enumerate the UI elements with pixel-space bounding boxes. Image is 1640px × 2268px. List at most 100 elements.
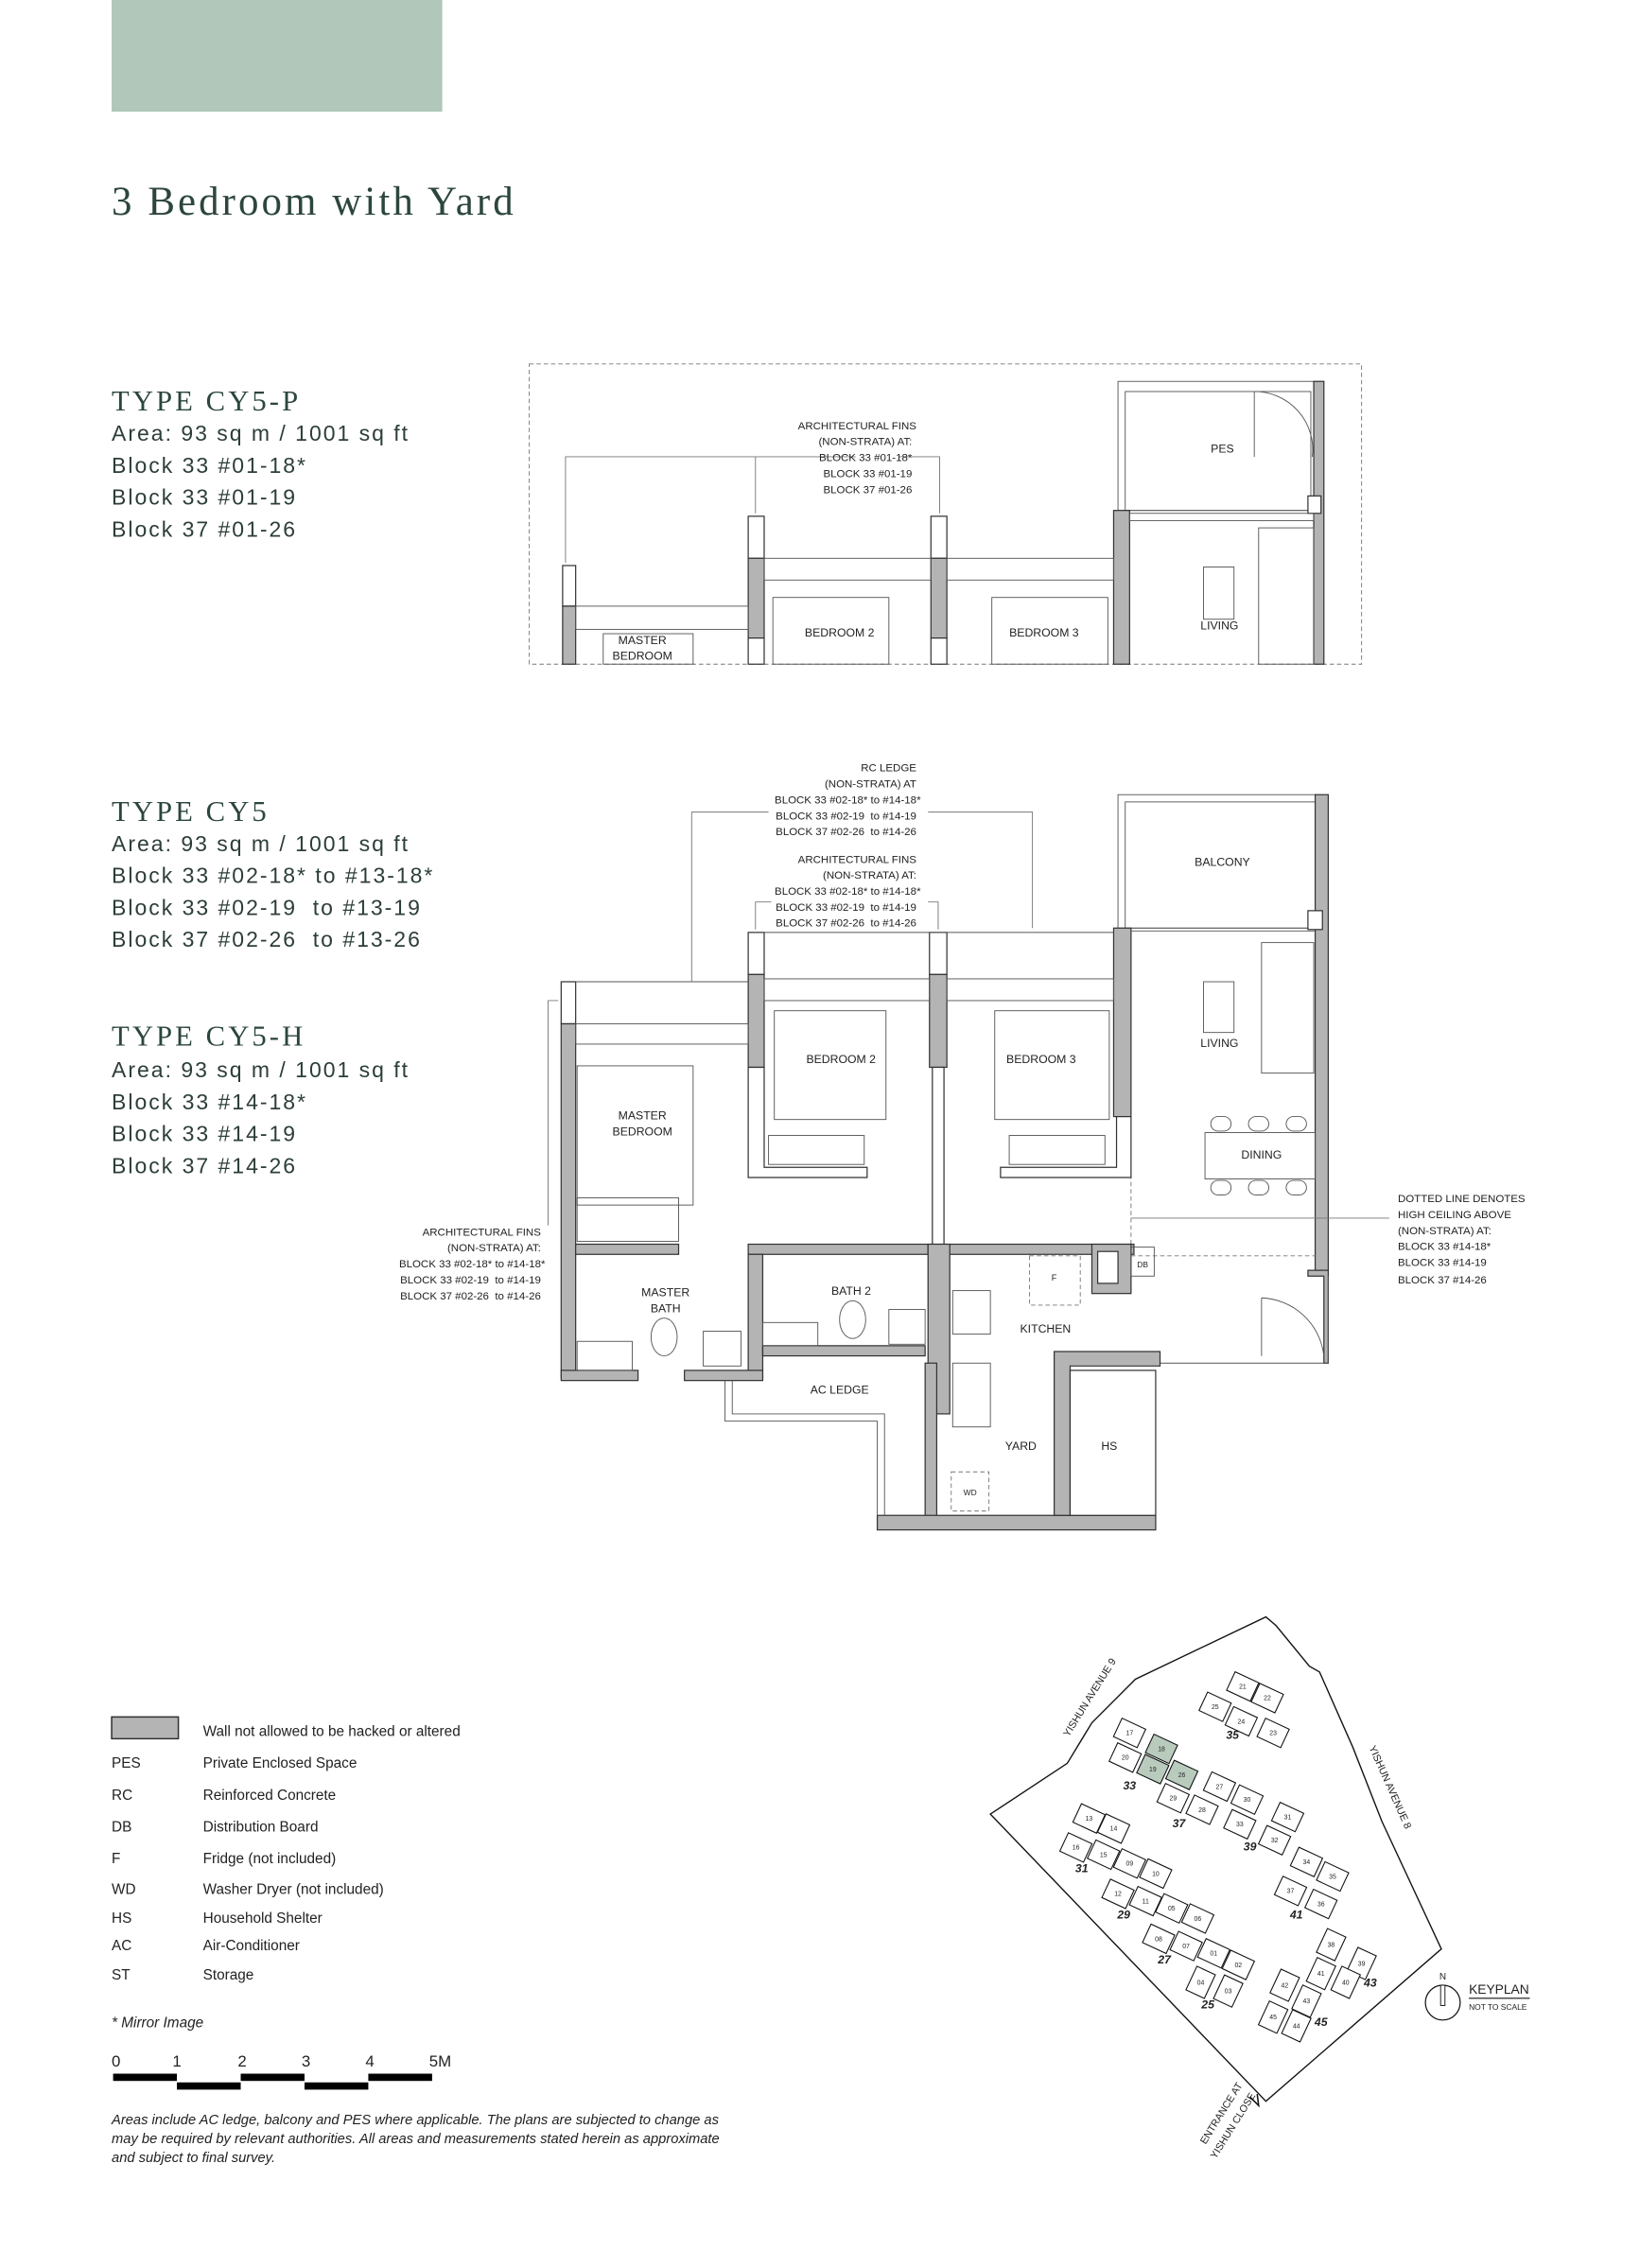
keyplan-unit-label: 44 bbox=[1293, 2023, 1300, 2030]
keyplan-unit: 14 bbox=[1096, 1813, 1131, 1844]
note-line: ARCHITECTURAL FINS bbox=[798, 854, 917, 865]
legend-abbr: HS bbox=[112, 1910, 131, 1927]
keyplan-unit-label: 24 bbox=[1238, 1718, 1246, 1725]
room-label-bedroom-2: BEDROOM 2 bbox=[805, 626, 875, 639]
coffee-table-icon bbox=[1203, 981, 1235, 1034]
legend-abbr: ST bbox=[112, 1967, 131, 1983]
note-line: BLOCK 33 #14-18* bbox=[1398, 1242, 1492, 1253]
header-color-block bbox=[112, 0, 443, 113]
room-label-ac-ledge: AC LEDGE bbox=[811, 1383, 869, 1396]
dining-chairs-icon bbox=[1210, 1116, 1307, 1195]
room-label-kitchen: KITCHEN bbox=[1021, 1322, 1072, 1335]
keyplan-unit-label: 23 bbox=[1269, 1731, 1277, 1737]
keyplan-unit-label: 41 bbox=[1317, 1971, 1325, 1978]
door-swing-icon bbox=[1253, 391, 1314, 458]
keyplan-unit-label: 02 bbox=[1234, 1963, 1242, 1969]
keyplan-unit-label: 17 bbox=[1126, 1731, 1134, 1737]
room-label-master: MASTER bbox=[619, 634, 667, 647]
keyplan-unit: 08 bbox=[1142, 1923, 1176, 1955]
note-line: BLOCK 37 #01-26 bbox=[823, 484, 912, 496]
keyplan-block-number: 39 bbox=[1244, 1840, 1257, 1853]
keyplan-unit-label: 28 bbox=[1198, 1807, 1206, 1814]
keyplan-unit-label: 15 bbox=[1100, 1852, 1108, 1858]
keyplan-unit: 34 bbox=[1289, 1846, 1324, 1877]
room-label-bedroom-2: BEDROOM 2 bbox=[806, 1053, 876, 1066]
keyplan-block-number: 35 bbox=[1226, 1728, 1239, 1741]
note-line: (NON-STRATA) AT: bbox=[818, 437, 912, 448]
keyplan-unit-label: 19 bbox=[1149, 1767, 1157, 1773]
legend-desc: Private Enclosed Space bbox=[203, 1755, 358, 1771]
keyplan-unit: 01 bbox=[1196, 1938, 1231, 1969]
room-label-dining: DINING bbox=[1241, 1148, 1282, 1161]
keyplan-unit-label: 10 bbox=[1152, 1871, 1160, 1877]
note-line: ARCHITECTURAL FINS bbox=[423, 1227, 542, 1238]
keyplan-unit: 13 bbox=[1072, 1803, 1107, 1834]
keyplan-block-number: 31 bbox=[1075, 1861, 1089, 1875]
sofa-icon bbox=[1261, 942, 1315, 1074]
sink-icon bbox=[951, 1290, 991, 1335]
room-label-yard: YARD bbox=[1005, 1439, 1037, 1453]
keyplan-unit-label: 05 bbox=[1168, 1906, 1176, 1912]
legend-desc: Fridge (not included) bbox=[203, 1851, 337, 1867]
note-line: BLOCK 33 #02-18* to #14-18* bbox=[399, 1259, 546, 1270]
north-arrow-icon: N bbox=[1424, 1972, 1461, 2021]
keyplan-unit: 02 bbox=[1221, 1949, 1256, 1980]
household-shelter bbox=[1069, 1370, 1157, 1516]
scale-tick: 2 bbox=[237, 2052, 246, 2070]
note-line: RC LEDGE bbox=[861, 763, 916, 775]
legend-abbr: AC bbox=[112, 1938, 131, 1954]
keyplan-unit-label: 27 bbox=[1216, 1784, 1224, 1790]
keyplan-block-number: 41 bbox=[1289, 1908, 1303, 1921]
keyplan-unit: 24 bbox=[1224, 1705, 1259, 1737]
bed-icon bbox=[576, 1065, 694, 1206]
keyplan-unit: 20 bbox=[1108, 1742, 1143, 1773]
keyplan-title: KEYPLAN bbox=[1469, 1982, 1529, 1997]
toilet-icon bbox=[839, 1300, 866, 1339]
keyplan-unit: 21 bbox=[1226, 1670, 1260, 1702]
plan-cy5: RC LEDGE (NON-STRATA) AT BLOCK 33 #02-18… bbox=[399, 763, 1526, 1531]
keyplan-unit-label: 42 bbox=[1282, 1982, 1289, 1989]
type-unit: Block 33 #02-19 to #13-19 bbox=[112, 895, 422, 919]
keyplan-unit-label: 34 bbox=[1303, 1859, 1311, 1866]
keyplan-unit: 25 bbox=[1198, 1691, 1232, 1722]
mirror-image-note: * Mirror Image bbox=[112, 2015, 203, 2031]
rc-ledge-note: RC LEDGE (NON-STRATA) AT BLOCK 33 #02-18… bbox=[775, 763, 921, 838]
note-line: (NON-STRATA) AT: bbox=[447, 1243, 541, 1254]
keyplan-unit-label: 21 bbox=[1239, 1684, 1247, 1690]
disclaimer-line: may be required by relevant authorities.… bbox=[112, 2132, 720, 2147]
keyplan-block-number: 43 bbox=[1363, 1977, 1377, 1990]
keyplan-unit: 31 bbox=[1270, 1801, 1305, 1833]
scale-tick: 4 bbox=[365, 2052, 374, 2070]
keyplan-unit: 16 bbox=[1058, 1832, 1093, 1863]
legend-desc: Air-Conditioner bbox=[203, 1938, 300, 1954]
keyplan-unit: 40 bbox=[1330, 1965, 1362, 1999]
legend-abbr: F bbox=[112, 1851, 120, 1867]
room-label-master-bedroom: BEDROOM bbox=[613, 1125, 672, 1139]
legend-desc: Storage bbox=[203, 1967, 254, 1983]
scale-tick: 3 bbox=[302, 2052, 310, 2070]
note-line: BLOCK 33 #01-18* bbox=[819, 453, 913, 464]
keyplan-unit: 19 bbox=[1136, 1753, 1170, 1785]
type-unit: Block 33 #14-19 bbox=[112, 1122, 297, 1146]
keyplan-unit: 26 bbox=[1164, 1759, 1199, 1790]
keyplan-unit-label: 32 bbox=[1271, 1838, 1279, 1844]
keyplan-unit-label: 25 bbox=[1212, 1704, 1219, 1711]
basin-icon bbox=[703, 1331, 741, 1367]
disclaimer-line: and subject to final survey. bbox=[112, 2151, 275, 2166]
keyplan-unit-label: 11 bbox=[1143, 1898, 1149, 1905]
type-cy5-info: TYPE CY5 Area: 93 sq m / 1001 sq ft Bloc… bbox=[112, 795, 432, 951]
legend-desc: Household Shelter bbox=[203, 1910, 323, 1927]
legend-desc: Washer Dryer (not included) bbox=[203, 1881, 384, 1897]
keyplan-unit-label: 04 bbox=[1197, 1980, 1205, 1986]
keyplan-unit-label: 35 bbox=[1329, 1874, 1336, 1880]
keyplan-unit-label: 08 bbox=[1155, 1936, 1162, 1943]
note-line: BLOCK 37 #02-26 to #14-26 bbox=[400, 1291, 541, 1302]
type-unit: Block 37 #02-26 to #13-26 bbox=[112, 927, 422, 951]
keyplan-unit-label: 14 bbox=[1110, 1826, 1118, 1833]
toilet-icon bbox=[650, 1317, 678, 1357]
room-label-master-bedroom: MASTER bbox=[619, 1109, 667, 1123]
keyplan-unit-label: 03 bbox=[1225, 1988, 1232, 1995]
keyplan-unit: 17 bbox=[1112, 1717, 1147, 1749]
keyplan-unit-label: 45 bbox=[1269, 2015, 1277, 2021]
keyplan-unit: 06 bbox=[1180, 1903, 1215, 1934]
